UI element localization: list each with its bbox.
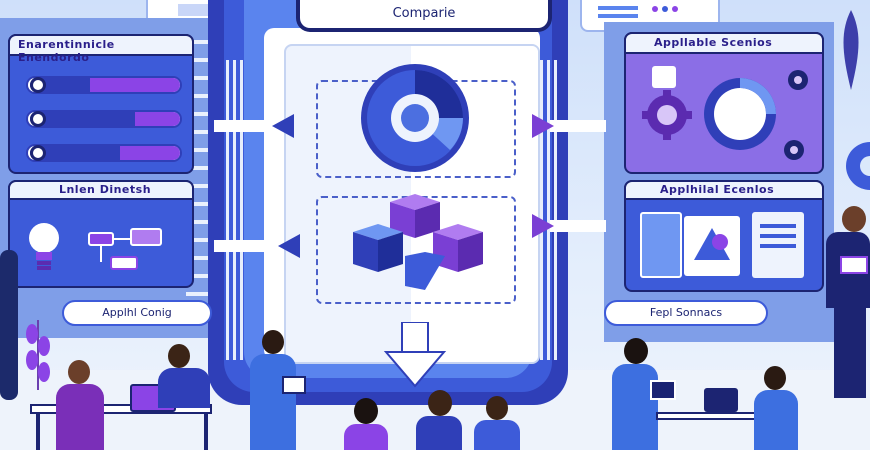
flow-node-3: [110, 256, 138, 270]
slider-2-knob[interactable]: [30, 111, 46, 127]
person-9-legs: [834, 308, 866, 398]
desk-left-leg-2: [204, 414, 208, 450]
flow-line-2: [100, 246, 102, 262]
person-3-body: [250, 354, 296, 450]
doc-card-1: [640, 212, 682, 278]
person-1-body: [56, 384, 104, 450]
tablet-3: [840, 256, 868, 274]
left-top-panel-header: [8, 34, 194, 56]
right-top-panel-title: Appllable Scenios: [654, 36, 773, 49]
person-5-body: [416, 416, 462, 450]
connector-right-top: [550, 120, 606, 132]
person-4-body: [344, 424, 388, 450]
person-6-body: [474, 420, 520, 450]
leaf-top-right-icon: [843, 10, 859, 90]
person-left-edge: [0, 250, 18, 400]
left-top-panel-title: Enarentinnicle Enendordo: [18, 38, 115, 64]
right-mid-panel-title: Applhilal Ecenlos: [660, 183, 775, 196]
person-3-head: [262, 330, 284, 354]
gear-edge-icon: [846, 142, 870, 190]
person-2-body: [158, 368, 210, 408]
tablet-2: [650, 380, 676, 400]
person-8-body: [754, 390, 798, 450]
arrow-left-top-icon: [272, 114, 294, 138]
left-bottom-pill[interactable]: [62, 300, 212, 326]
slider-1-fill: [30, 78, 180, 92]
small-card-icon: [652, 66, 676, 88]
desk-right: [656, 412, 766, 420]
right-bottom-pill[interactable]: [604, 300, 768, 326]
slider-2-fill: [30, 112, 180, 126]
person-6-head: [486, 396, 508, 420]
gear-small-2-icon: [784, 140, 804, 160]
doc-line-3: [760, 244, 796, 248]
person-8-head: [764, 366, 786, 390]
person-4-head: [354, 398, 378, 424]
person-9-head: [842, 206, 866, 232]
tablet-1: [282, 376, 306, 394]
flow-node-2: [130, 228, 162, 246]
left-mid-panel-title: Lnlen Dinetsh: [58, 183, 152, 196]
cubes-graphic-icon: [353, 194, 483, 290]
desk-left: [30, 404, 212, 414]
gear-small-icon: [788, 70, 808, 90]
lightbulb-icon: [29, 223, 59, 270]
left-bottom-label: Applhl Conig: [102, 306, 172, 319]
person-2-head: [168, 344, 190, 368]
slider-3-knob[interactable]: [30, 145, 46, 161]
flow-node-1: [88, 232, 114, 246]
person-1-head: [68, 360, 90, 384]
doc-line-2: [760, 234, 796, 238]
flow-line-1: [114, 238, 130, 240]
ring-icon: [704, 78, 776, 150]
doc-graphic-icon: [694, 228, 730, 260]
arrow-right-top-icon: [532, 114, 554, 138]
person-5-head: [428, 390, 452, 416]
doc-line-1: [760, 224, 796, 228]
slider-3-fill: [30, 146, 180, 160]
connector-right-bottom: [550, 220, 606, 232]
column-stripes: [226, 60, 244, 360]
column-stripes-right: [540, 60, 558, 360]
left-mid-panel-header: [8, 180, 194, 200]
slider-1-knob[interactable]: [30, 77, 46, 93]
right-mid-panel-header: [624, 180, 824, 200]
right-top-panel-header: [624, 32, 824, 54]
desk-left-leg-1: [36, 414, 40, 450]
plant-icon: [26, 320, 50, 390]
compare-header[interactable]: [296, 0, 552, 32]
person-7-head: [624, 338, 648, 364]
connector-left-top: [214, 120, 274, 132]
compare-label: Comparie: [392, 6, 456, 21]
arrow-right-bottom-icon: [532, 214, 554, 238]
arrow-left-bottom-icon: [278, 234, 300, 258]
donut-graphic-icon: [361, 64, 469, 172]
connector-left-bottom: [214, 240, 280, 252]
right-bottom-label: Fepl Sonnacs: [649, 306, 723, 319]
laptop-2: [704, 388, 738, 412]
down-arrow-icon: [383, 322, 447, 388]
person-7-body: [612, 364, 658, 450]
gear-icon: [642, 90, 692, 140]
